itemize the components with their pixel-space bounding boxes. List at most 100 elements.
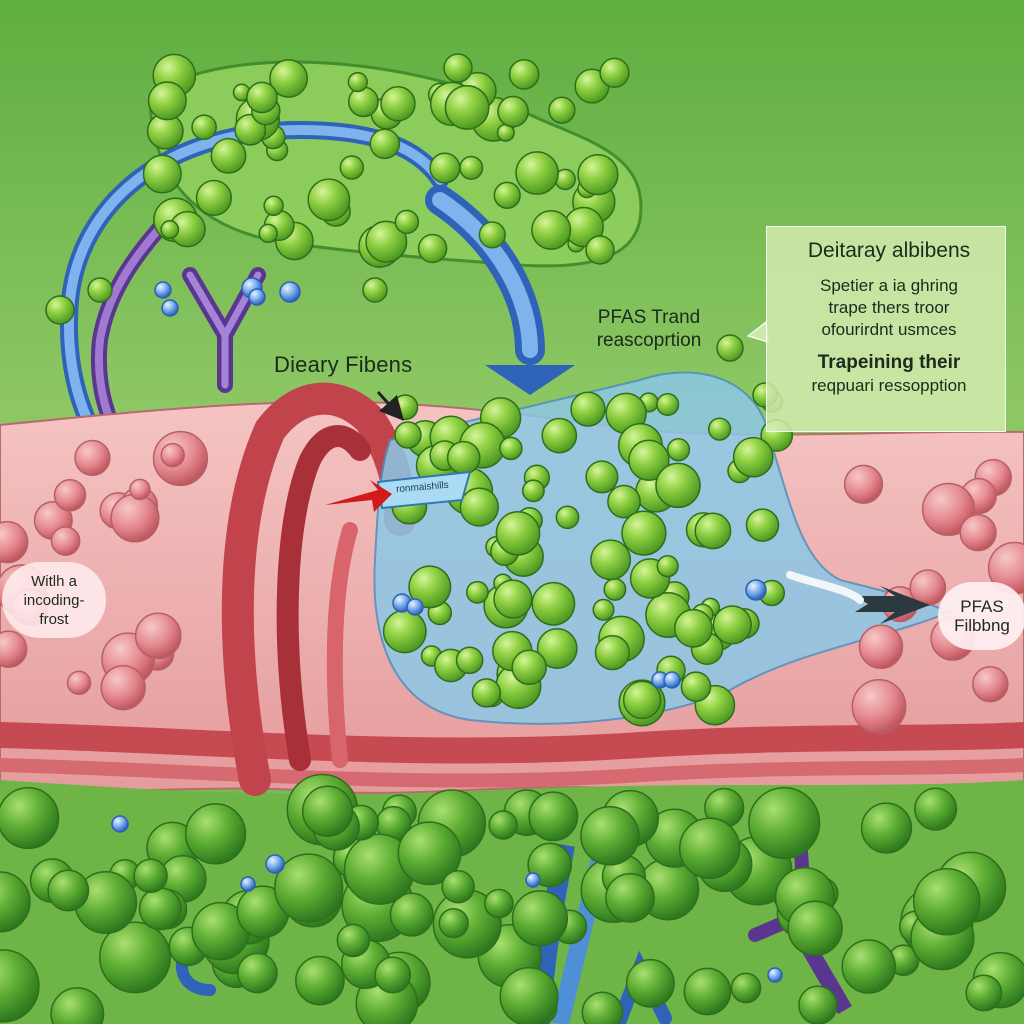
big-blue-arrow-highlight — [432, 192, 538, 358]
fiber-sphere — [258, 223, 278, 244]
left-callout-bubble: Witlh a incoding- frost — [2, 562, 106, 638]
lower-cell — [441, 869, 475, 904]
lower-cell — [787, 900, 843, 956]
pfas-particle — [111, 815, 129, 833]
tissue-cell — [858, 624, 904, 670]
pfas-particles — [111, 277, 783, 983]
right-callout-line-1: PFAS — [960, 597, 1004, 616]
lower-cell — [397, 821, 462, 886]
tissue-cell — [851, 679, 907, 734]
tissue-cell — [100, 665, 146, 711]
lower-cell — [184, 803, 247, 865]
fiber-sphere — [511, 649, 547, 686]
fiber-sphere — [307, 178, 351, 222]
pfas-transport-line-1: PFAS Trand — [597, 307, 701, 328]
fiber-sphere — [508, 59, 540, 90]
fiber-sphere — [493, 181, 521, 209]
filtering-arrow — [855, 586, 930, 624]
fiber-sphere — [680, 671, 712, 703]
fiber-sphere — [147, 81, 187, 121]
lower-cell — [499, 966, 559, 1024]
fiber-sphere — [210, 137, 247, 174]
fiber-sphere — [429, 152, 461, 184]
fiber-sphere — [716, 334, 744, 362]
tissue-cell — [972, 665, 1009, 703]
lower-cell — [99, 921, 171, 994]
tissue-cell — [66, 670, 92, 696]
fiber-sphere — [455, 646, 484, 675]
pfas-particle — [279, 281, 301, 303]
fiber-sphere — [160, 220, 180, 239]
fiber-sphere — [656, 555, 679, 578]
fiber-sphere — [347, 86, 379, 118]
fiber-sphere — [541, 417, 578, 454]
fiber-sphere — [521, 479, 545, 503]
pfas-particle — [154, 281, 172, 299]
fiber-sphere — [712, 605, 752, 645]
tissue-cell — [129, 478, 151, 501]
lower-cell — [0, 871, 31, 933]
fiber-sphere — [707, 417, 732, 441]
pfas-transport-label: PFAS Trand reascoprtion — [574, 306, 724, 352]
info-box: Deitaray albibens Spetier a ia ghring tr… — [766, 226, 1006, 432]
fiber-sphere — [499, 436, 523, 461]
tissue-cell — [134, 612, 182, 660]
info-box-line-3: ofourirdnt usmces — [821, 320, 957, 339]
lower-cell — [581, 991, 624, 1024]
fiber-sphere — [495, 510, 541, 556]
fiber-sphere — [515, 151, 559, 195]
fiber-sphere — [656, 392, 680, 417]
lower-cell — [389, 892, 434, 937]
lower-cell — [138, 887, 182, 931]
fiber-sphere — [191, 114, 217, 141]
fiber-sphere — [380, 85, 416, 122]
fiber-sphere — [465, 580, 489, 604]
lower-cell — [374, 956, 412, 994]
fiber-sphere — [417, 233, 448, 264]
fiber-sphere — [531, 209, 572, 251]
fiber-sphere — [444, 84, 490, 130]
info-box-last-line: reqpuari ressopption — [811, 376, 967, 395]
fiber-sphere — [694, 512, 732, 550]
lower-cell — [47, 869, 90, 912]
lower-cell — [484, 888, 514, 919]
tissue-cell — [921, 482, 976, 537]
fiber-sphere — [347, 71, 368, 93]
lower-cell — [511, 890, 569, 947]
pfas-particle — [663, 671, 681, 689]
fiber-sphere — [365, 220, 408, 263]
fiber-sphere — [382, 609, 427, 654]
lower-cell — [580, 806, 640, 866]
lower-cell — [748, 786, 821, 860]
info-box-line-2: trape thers troor — [828, 298, 950, 317]
tissue-cell — [959, 514, 997, 552]
left-callout-line-3: frost — [39, 610, 69, 628]
lower-cell — [798, 985, 838, 1024]
fiber-sphere — [87, 277, 113, 303]
fiber-sphere — [45, 295, 75, 325]
pfas-particle — [161, 299, 179, 317]
fiber-sphere — [362, 277, 388, 303]
fiber-sphere — [745, 508, 780, 542]
fiber-sphere — [408, 565, 452, 609]
fiber-sphere — [471, 678, 502, 708]
lower-cell — [50, 987, 105, 1024]
lower-cell — [605, 872, 655, 923]
fiber-sphere — [590, 539, 632, 581]
fiber-sphere — [628, 439, 670, 481]
lower-cell — [625, 958, 675, 1008]
fibers-pointer-arrow — [376, 390, 405, 421]
fiber-sphere — [392, 394, 419, 421]
red-arrow — [325, 480, 392, 512]
pfas-particle — [525, 872, 541, 888]
fiber-sphere — [666, 438, 691, 462]
fiber-sphere — [555, 505, 580, 530]
fiber-sphere — [497, 95, 529, 128]
tissue-cell — [50, 526, 81, 556]
lower-cell — [438, 907, 469, 939]
lower-cell — [0, 949, 40, 1023]
pfas-transport-line-2: reascoprtion — [596, 330, 702, 351]
fiber-sphere — [195, 179, 233, 217]
